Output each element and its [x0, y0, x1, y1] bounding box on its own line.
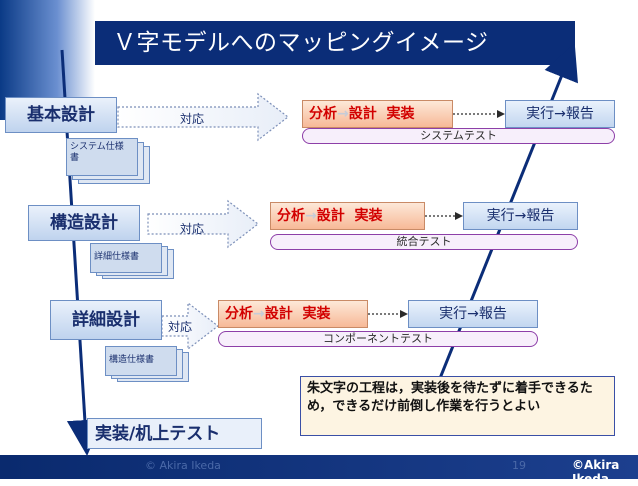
test-pill-component: コンポーネントテスト	[218, 331, 538, 347]
phase-sekkei: 設計	[348, 106, 377, 122]
phase-box-1: 分析→設計 実装	[302, 100, 453, 128]
exec-box-2: 実行→報告	[463, 202, 578, 230]
design-box-kozo: 構造設計	[28, 205, 140, 241]
design-label: 基本設計	[27, 105, 95, 125]
test-pill-integration: 統合テスト	[270, 234, 578, 250]
doc-label: 詳細仕様書	[94, 252, 140, 262]
exec-box-1: 実行→報告	[505, 100, 615, 128]
test-pill-system: システムテスト	[302, 128, 615, 144]
taio-arrow-3	[161, 301, 219, 351]
design-box-shosai: 詳細設計	[50, 300, 162, 340]
phase-jisso: 実装	[386, 106, 415, 122]
taio-arrow-1	[117, 92, 289, 142]
note-callout: 朱文字の工程は，実装後を待たずに着手できるため，できるだけ前倒し作業を行うとよい	[300, 376, 615, 436]
doc-label: システム仕様書	[70, 142, 124, 163]
phase-bunseki: 分析	[225, 306, 253, 322]
page-number: 19	[512, 459, 526, 472]
taio-arrow-2	[147, 199, 259, 249]
phase-bunseki: 分析	[309, 106, 337, 122]
phase-box-3: 分析→設計 実装	[218, 300, 368, 328]
doc-stack-structure-spec: 構造仕様書	[105, 346, 201, 388]
phase-arrow: →	[253, 306, 265, 322]
phase-jisso: 実装	[354, 208, 383, 224]
taio-label: 対応	[168, 320, 193, 334]
exec-box-3: 実行→報告	[408, 300, 538, 328]
design-box-kihon: 基本設計	[5, 97, 117, 133]
phase-bunseki: 分析	[277, 208, 305, 224]
page-title: Ｖ字モデルへのマッピングイメージ	[95, 21, 575, 65]
doc-stack-detail-spec: 詳細仕様書	[90, 243, 186, 285]
phase-box-2: 分析→設計 実装	[270, 202, 425, 230]
footer-bar	[0, 455, 638, 479]
footer-copyright: ©Akira Ikeda	[572, 458, 620, 486]
footer-copyright-faint: © Akira Ikeda	[145, 459, 221, 472]
taio-label: 対応	[180, 112, 205, 126]
doc-label: 構造仕様書	[109, 355, 155, 365]
phase-arrow: →	[337, 106, 349, 122]
phase-sekkei: 設計	[264, 306, 293, 322]
phase-arrow: →	[305, 208, 317, 224]
design-label: 構造設計	[50, 213, 118, 233]
phase-jisso: 実装	[302, 306, 331, 322]
doc-stack-system-spec: システム仕様書	[66, 138, 162, 188]
phase-sekkei: 設計	[316, 208, 345, 224]
design-label: 詳細設計	[72, 310, 140, 330]
impl-desk-test-box: 実装/机上テスト	[87, 418, 262, 449]
taio-label: 対応	[180, 222, 205, 236]
